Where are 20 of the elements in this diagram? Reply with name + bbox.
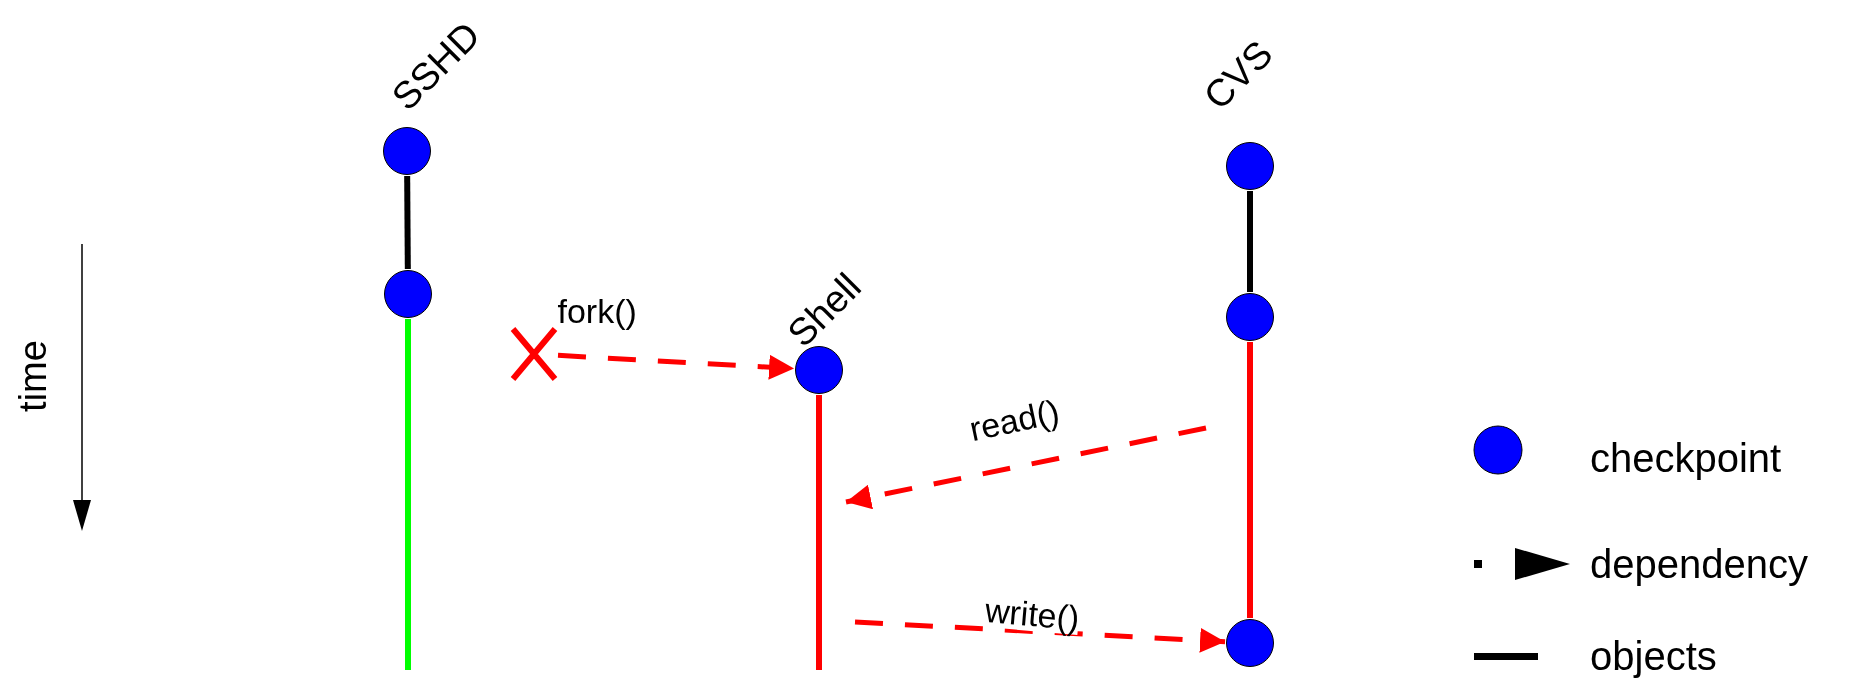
object-line — [404, 175, 411, 270]
dependency-arrow — [854, 619, 1226, 653]
checkpoint-dot — [795, 346, 843, 394]
dependency-arrow — [845, 425, 1207, 510]
checkpoint-dot — [383, 127, 431, 175]
checkpoint-dot — [1226, 293, 1274, 341]
cross-mark — [510, 327, 558, 381]
checkpoint-dot — [384, 270, 432, 318]
object-line — [1247, 191, 1253, 292]
legend-label: checkpoint — [1590, 438, 1782, 478]
axis-label: time — [13, 340, 52, 412]
object-line — [816, 395, 822, 670]
object-line — [405, 319, 411, 670]
legend-label: dependency — [1590, 544, 1808, 584]
checkpoint-dot — [1226, 619, 1274, 667]
dependency-arrow — [557, 352, 795, 380]
legend-label: objects — [1590, 636, 1717, 676]
process-label: CVS — [1197, 33, 1280, 117]
checkpoint-dot — [1226, 142, 1274, 190]
object-line — [1247, 342, 1253, 618]
